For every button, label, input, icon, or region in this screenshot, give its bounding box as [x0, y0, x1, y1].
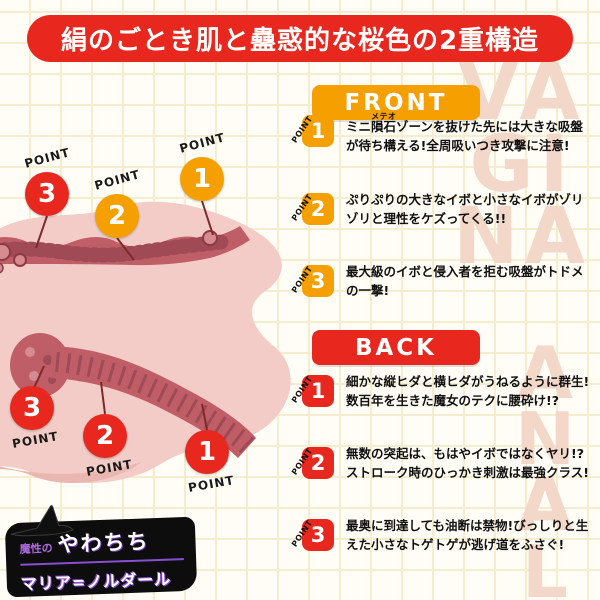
front-point-2-badge: POINT 2: [290, 192, 334, 225]
callout-number: 1: [192, 164, 212, 194]
point-number: 1: [310, 119, 326, 143]
point-number: 2: [310, 451, 326, 475]
callout-circle-front-3: 3: [25, 172, 69, 216]
watermark-back: ANAL: [514, 331, 582, 600]
back-point-1-text: 細かな縦ヒダと横ヒダがうねるように群生!数百年を生きた魔女のテクに腰砕け!?: [346, 374, 590, 409]
front-point-1-text: ミニ隕石メテオゾーンを抜けた先には大きな吸盤が待ち構える!全周吸いつき攻撃に注意…: [346, 112, 594, 156]
front-section-banner: FRONT: [312, 85, 480, 120]
callout-number: 3: [37, 179, 57, 209]
point-number: 1: [310, 379, 326, 403]
logo-subtitle: マリア=ノルダール: [20, 569, 172, 594]
back-point-item-2: POINT 2 無数の突起は、もはやイボではなくヤリ!?ストローク時のひっかき刺…: [290, 444, 596, 483]
back-point-3-badge: POINT 3: [290, 518, 334, 551]
back-point-1-badge: POINT 1: [290, 374, 334, 407]
front-point-3-text: 最大級のイボと侵入者を拒む吸盤がトドメの一撃!: [346, 264, 584, 299]
page-title: 絹のごとき肌と蠱惑的な桜色の2重構造: [60, 26, 540, 56]
logo-kicker: 魔性の: [19, 541, 53, 556]
back-point-2-badge: POINT 2: [290, 446, 334, 479]
back-point-2-text: 無数の突起は、もはやイボではなくヤリ!?ストローク時のひっかき刺激は最強クラス!: [346, 446, 589, 481]
front-point-2-text: ぷりぷりの大きなイボと小さなイボがゾリゾリと理性をケズってくる!!: [346, 192, 584, 227]
front-point-item-1: POINT 1 ミニ隕石メテオゾーンを抜けた先には大きな吸盤が待ち構える!全周吸…: [290, 112, 596, 156]
callout-label-front-1: POINT: [177, 130, 227, 156]
front-heading: FRONT: [344, 89, 448, 116]
point-number: 2: [310, 197, 326, 221]
product-cross-section-illustration: [0, 201, 291, 483]
callout-circle-back-1: 1: [185, 430, 229, 474]
callout-circle-back-2: 2: [83, 414, 127, 458]
back-section-banner: BACK: [312, 330, 480, 365]
callout-number: 3: [22, 393, 42, 423]
ruby-base: 隕石: [371, 119, 397, 134]
logo-divider: [20, 558, 185, 566]
front-point-item-2: POINT 2 ぷりぷりの大きなイボと小さなイボがゾリゾリと理性をケズってくる!…: [290, 190, 596, 229]
ruby-annotation: メテオ: [371, 112, 397, 121]
callout-label-front-3: POINT: [22, 145, 72, 171]
witch-hat-icon: [11, 505, 74, 537]
point-number: 3: [310, 269, 326, 293]
callout-number: 2: [107, 201, 127, 231]
back-point-item-1: POINT 1 細かな縦ヒダと横ヒダがうねるように群生!数百年を生きた魔女のテク…: [290, 372, 596, 411]
front-point-3-badge: POINT 3: [290, 264, 334, 297]
text-segment: ゾーンを抜けた先には大きな吸盤が待ち構える!全周吸いつき攻撃に注意!: [346, 119, 583, 154]
callout-number: 2: [95, 421, 115, 451]
callout-circle-back-3: 3: [10, 386, 54, 430]
back-heading: BACK: [354, 334, 438, 361]
callout-circle-front-1: 1: [180, 157, 224, 201]
watermark-front: VAGINA: [453, 48, 591, 282]
brand-logo: 魔性の やわちち マリア=ノルダール: [4, 505, 198, 598]
text-segment: ミニ: [346, 119, 372, 134]
point-number: 3: [310, 523, 326, 547]
front-point-item-3: POINT 3 最大級のイボと侵入者を拒む吸盤がトドメの一撃!: [290, 262, 596, 301]
callout-number: 1: [197, 437, 217, 467]
back-point-3-text: 最奥に到達しても油断は禁物!びっしりと生えた小さなトゲトゲが逃げ道をふさぐ!: [346, 518, 589, 553]
callout-circle-front-2: 2: [95, 194, 139, 238]
back-point-item-3: POINT 3 最奥に到達しても油断は禁物!びっしりと生えた小さなトゲトゲが逃げ…: [290, 516, 596, 555]
ruby-meteor: 隕石メテオ: [371, 112, 397, 134]
front-point-1-badge: POINT 1: [290, 114, 334, 147]
title-banner: 絹のごとき肌と蠱惑的な桜色の2重構造: [27, 15, 573, 62]
